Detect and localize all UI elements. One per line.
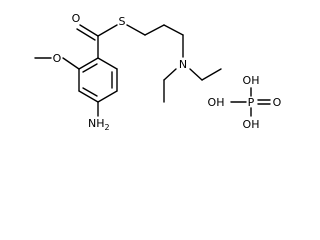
oxo-oxygen-label: O	[273, 96, 282, 109]
atom-labels: O S O N NH2 P OH OH O OH	[53, 12, 282, 132]
chain-bond	[163, 24, 184, 36]
amino-main-text: NH	[88, 117, 105, 130]
hydroxyl-top-label: OH	[243, 74, 260, 87]
ring-bond-inner	[82, 63, 98, 73]
amine-nitrogen-label: N	[179, 58, 187, 71]
ring-bond	[78, 57, 99, 70]
chain-bond	[144, 24, 165, 36]
amino-subscript: 2	[105, 123, 110, 132]
ethyl-bond	[163, 68, 177, 81]
carbonyl-to-s-bond	[97, 24, 118, 37]
hydroxyl-left-label: OH	[208, 96, 225, 109]
carbonyl-double-bond	[76, 28, 96, 41]
chain-bond	[126, 24, 146, 36]
methoxy-oxygen-label: O	[53, 52, 62, 65]
molecule-bonds	[34, 24, 222, 117]
structure-diagram: O S O N NH2 P OH OH O OH	[34, 12, 282, 132]
ring-bond-inner	[82, 87, 98, 97]
ring-bond	[97, 90, 118, 103]
amino-group-label: NH2	[88, 117, 110, 132]
phosphoric-acid-bonds	[230, 87, 271, 117]
carbonyl-double-bond	[79, 24, 99, 37]
thioester-sulfur-label: S	[119, 15, 126, 28]
ethyl-bond	[189, 68, 203, 81]
hydroxyl-bottom-label: OH	[243, 118, 260, 131]
ring-bond	[97, 57, 118, 70]
phosphorus-label: P	[248, 96, 255, 109]
carbonyl-oxygen-label: O	[72, 12, 81, 25]
ethyl-bond	[201, 68, 222, 81]
methoxy-bond	[62, 57, 80, 70]
ring-bond	[78, 90, 99, 103]
